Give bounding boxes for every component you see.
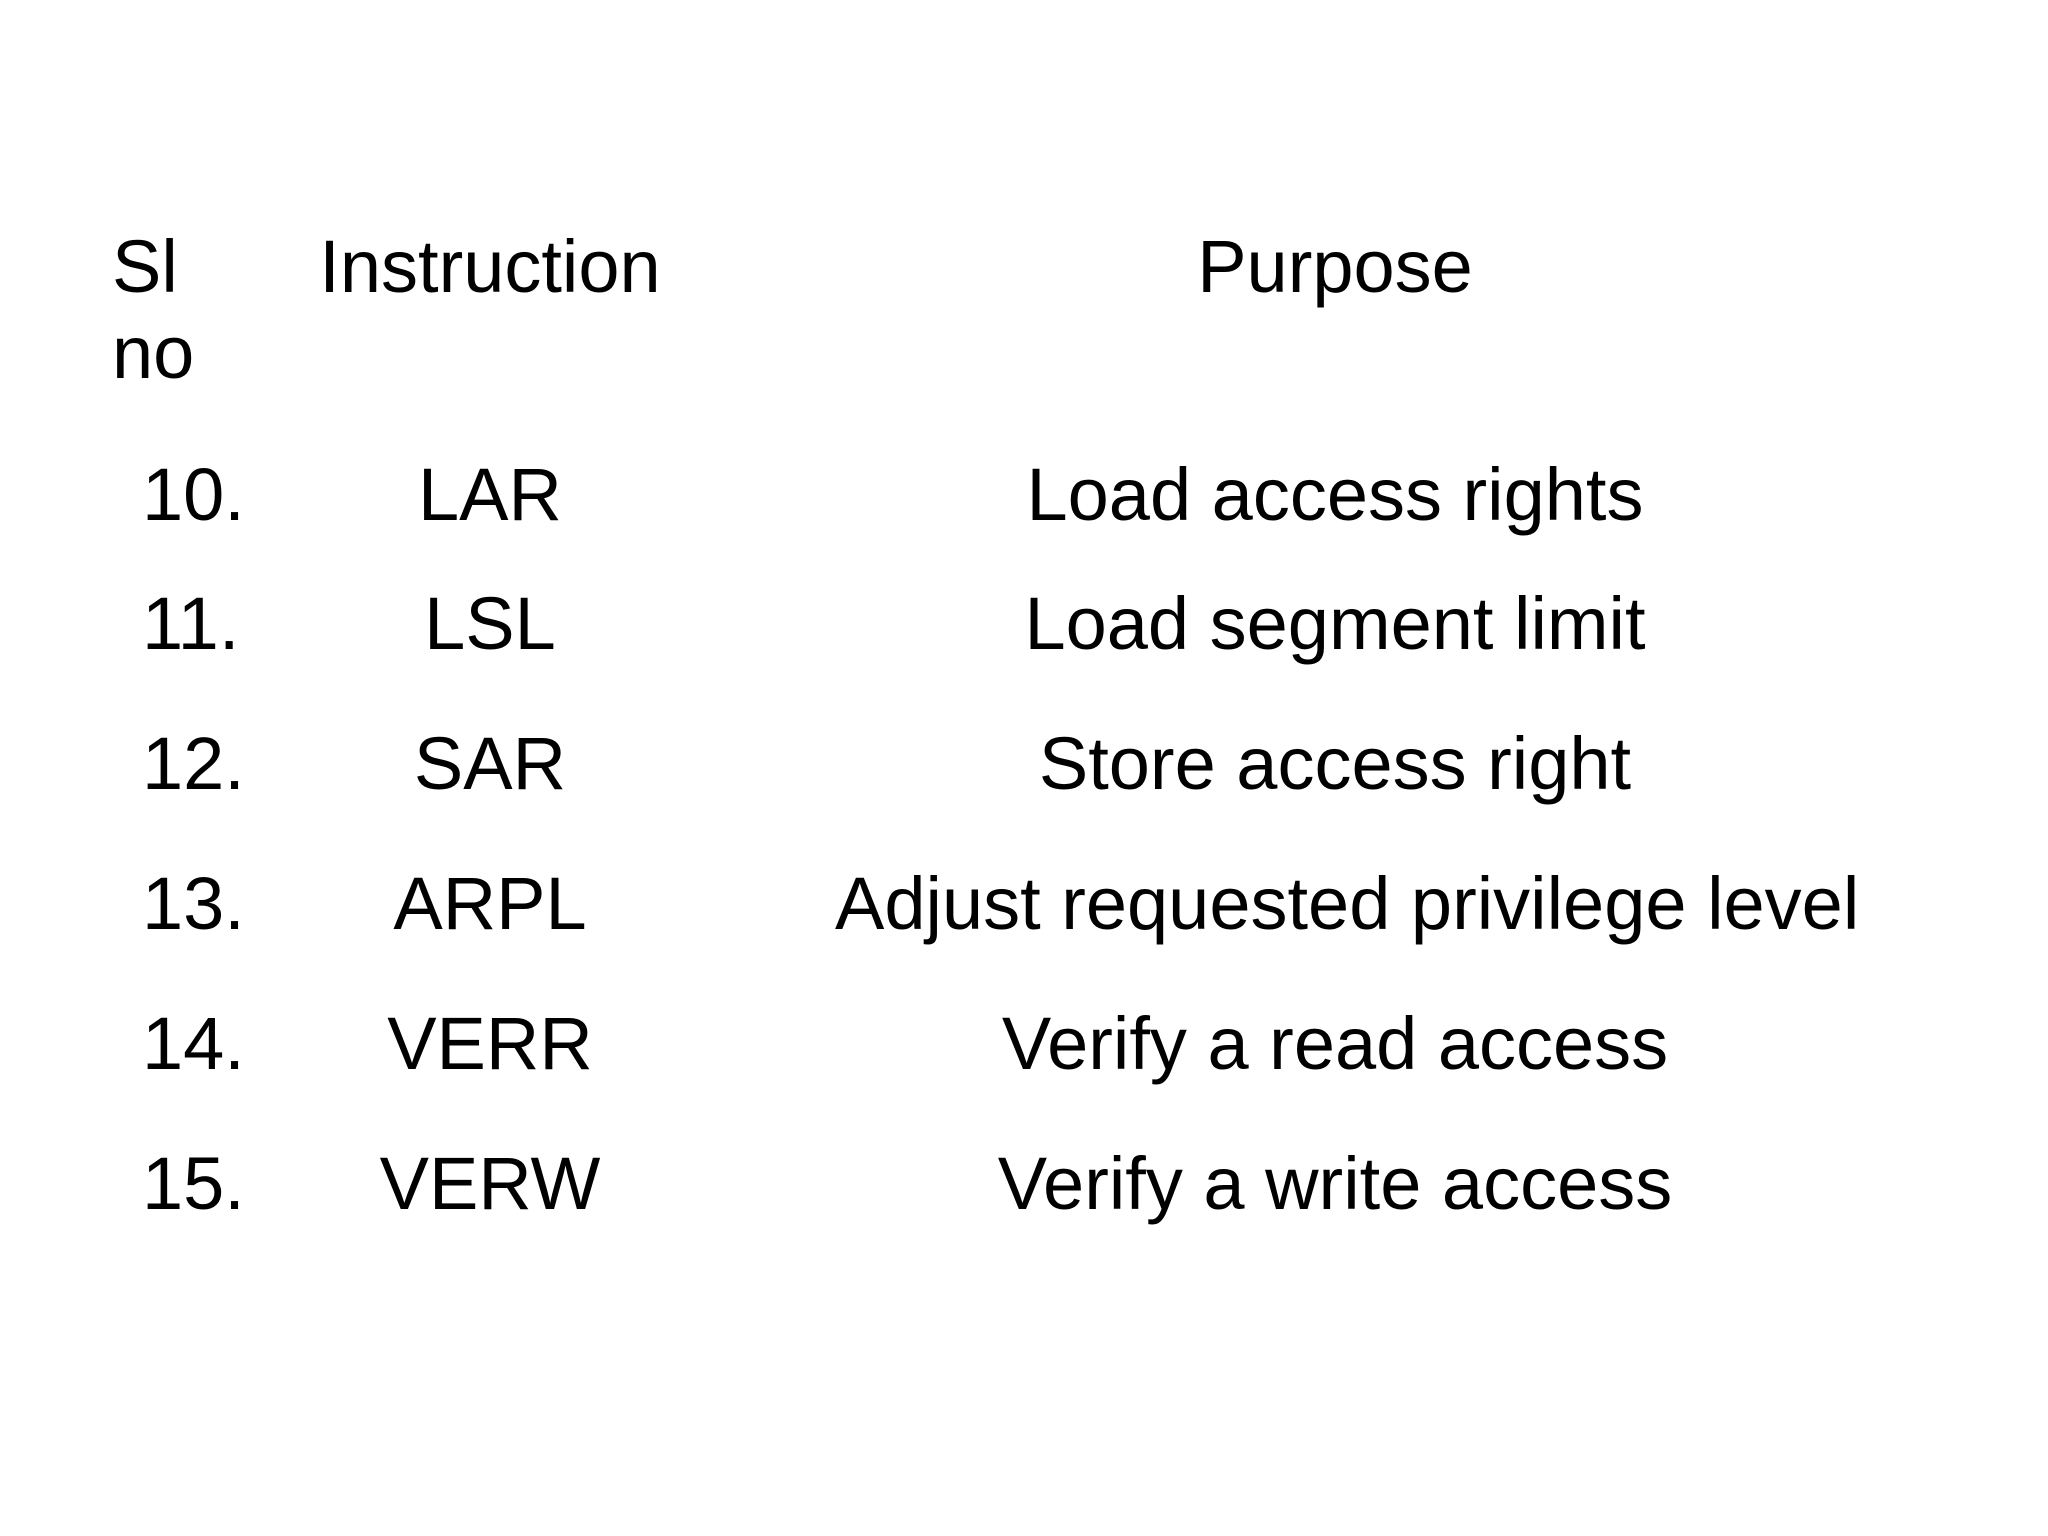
header-serial-no: Sl no <box>112 224 312 396</box>
row-instruction: ARPL <box>393 862 587 945</box>
table-row: 11. LSL Load segment limit <box>0 581 2048 671</box>
row-serial-no: 15. <box>142 1142 245 1225</box>
table-row: 13. ARPL Adjust requested privilege leve… <box>0 861 2048 951</box>
row-purpose: Load access rights <box>1026 453 1644 536</box>
row-instruction: LSL <box>424 582 556 665</box>
row-instruction: LAR <box>418 453 562 536</box>
header-serial-line2: no <box>112 311 195 394</box>
row-purpose: Load segment limit <box>1024 582 1646 665</box>
row-serial-no: 13. <box>142 862 245 945</box>
row-serial-no: 12. <box>142 722 245 805</box>
row-purpose: Verify a write access <box>997 1142 1673 1225</box>
row-instruction: SAR <box>413 722 567 805</box>
row-purpose: Verify a read access <box>1001 1002 1669 1085</box>
row-instruction: VERW <box>379 1142 601 1225</box>
table-row: 10. LAR Load access rights <box>0 452 2048 542</box>
row-instruction: VERR <box>387 1002 593 1085</box>
row-serial-no: 14. <box>142 1002 245 1085</box>
row-purpose: Adjust requested privilege level <box>835 862 1860 945</box>
table-row: 12. SAR Store access right <box>0 721 2048 811</box>
row-serial-no: 11. <box>142 582 240 665</box>
table-row: 15. VERW Verify a write access <box>0 1141 2048 1231</box>
table-row: 14. VERR Verify a read access <box>0 1001 2048 1091</box>
row-purpose: Store access right <box>1038 722 1632 805</box>
table-header-row: Sl no Instruction Purpose <box>0 224 2048 404</box>
header-purpose: Purpose <box>1197 225 1473 308</box>
header-serial-line1: Sl <box>112 225 178 308</box>
header-instruction: Instruction <box>319 225 661 308</box>
row-serial-no: 10. <box>142 453 245 536</box>
